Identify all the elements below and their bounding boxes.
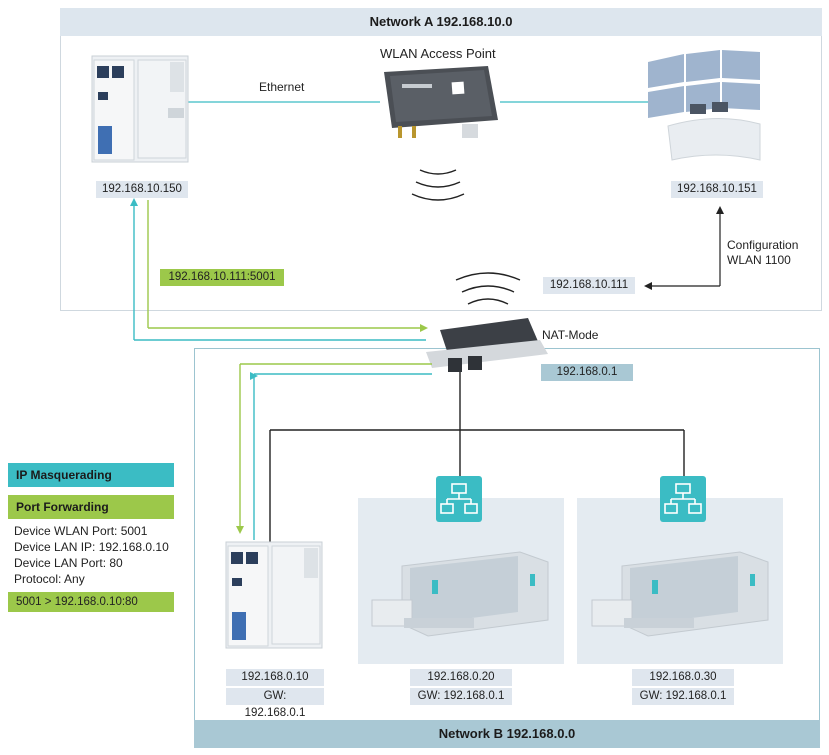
pf-rule: 5001 > 192.168.0.10:80 <box>8 592 174 612</box>
wlan-client-ip: 192.168.10.111 <box>543 277 635 294</box>
pf-lan-ip: Device LAN IP: 192.168.0.10 <box>14 540 169 554</box>
network-b-title: Network B 192.168.0.0 <box>194 720 820 748</box>
pf-protocol: Protocol: Any <box>14 572 85 586</box>
nat-lan-ip: 192.168.0.1 <box>541 364 633 381</box>
hmi-ip: 192.168.10.151 <box>671 181 763 198</box>
control-room-icon <box>648 50 761 161</box>
port-target-ip: 192.168.10.111:5001 <box>160 269 284 286</box>
controller-a-ip: 192.168.10.150 <box>96 181 188 198</box>
machine-icon-1 <box>371 551 549 637</box>
ethernet-label: Ethernet <box>259 80 305 94</box>
configuration-label: Configuration <box>727 238 799 252</box>
device-1-gateway: GW: 192.168.0.1 <box>226 688 324 719</box>
device-2-ip: 192.168.0.20 <box>410 669 512 686</box>
wlan-access-point-icon <box>384 66 498 138</box>
machine-icon-2 <box>591 551 769 637</box>
nat-wlan-device-icon <box>426 318 548 372</box>
network-switch-icon-1 <box>436 476 482 522</box>
port-forwarding-header: Port Forwarding <box>8 495 174 519</box>
device-2-gateway: GW: 192.168.0.1 <box>410 688 512 705</box>
nat-mode-label: NAT-Mode <box>542 328 599 342</box>
network-a-title: Network A 192.168.10.0 <box>60 8 822 36</box>
device-3-gateway: GW: 192.168.0.1 <box>632 688 734 705</box>
controller-a-icon <box>91 55 189 163</box>
pf-lan-port: Device LAN Port: 80 <box>14 556 123 570</box>
device-1-ip: 192.168.0.10 <box>226 669 324 686</box>
device-1-controller-icon <box>225 541 323 649</box>
wlan-ap-label: WLAN Access Point <box>380 46 496 61</box>
pf-wlan-port: Device WLAN Port: 5001 <box>14 524 148 538</box>
device-3-ip: 192.168.0.30 <box>632 669 734 686</box>
network-switch-icon-2 <box>660 476 706 522</box>
wlan-model-label: WLAN 1100 <box>727 253 791 267</box>
ip-masquerading-header: IP Masquerading <box>8 463 174 487</box>
